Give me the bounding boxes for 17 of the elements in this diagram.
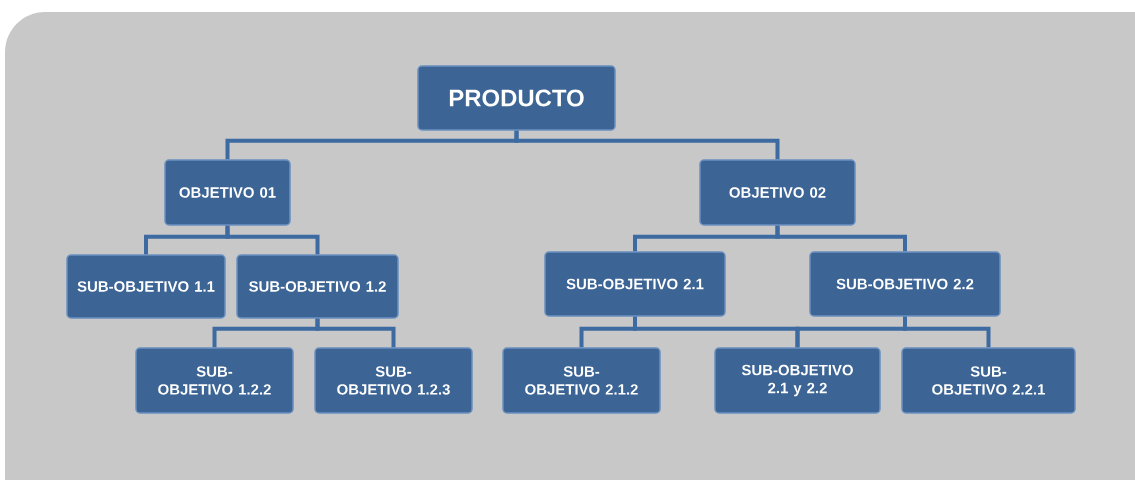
box: SUB-OBJETIVO 2.2.1 [901,347,1076,414]
connector [903,316,991,348]
box: SUB-OBJETIVO 1.1 [66,254,226,319]
box: SUB-OBJETIVO 1.2.2 [135,347,294,414]
box: SUB-OBJETIVO 1.2.3 [314,347,473,414]
box: SUB-OBJETIVO 1.2 [236,254,399,319]
connector [775,225,907,252]
box: SUB-OBJETIVO 2.1 [544,251,726,317]
connector [315,318,396,348]
box: OBJETIVO 02 [699,159,856,226]
connector [514,130,780,160]
box: SUB-OBJETIVO 2.1 y 2.2 [714,347,881,414]
box: OBJETIVO 01 [164,159,291,226]
box: PRODUCTO [417,65,616,131]
box: SUB-OBJETIVO 2.2 [809,251,1001,317]
connector [225,225,320,255]
box: SUB-OBJETIVO 2.1.2 [502,347,661,414]
